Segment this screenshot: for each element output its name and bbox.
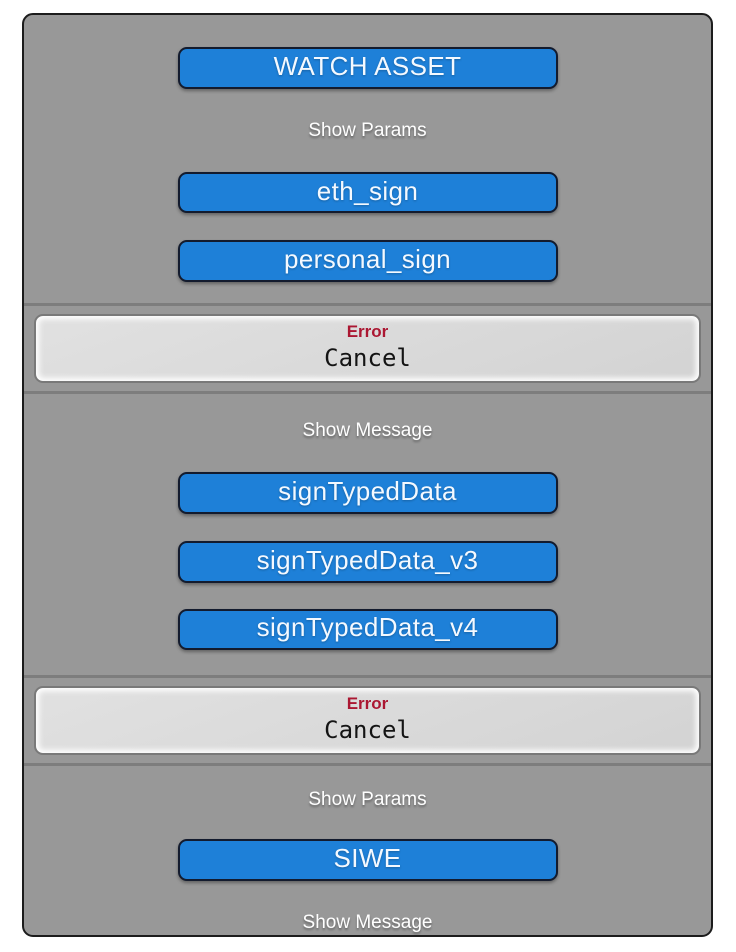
sign-typed-data-v3-button[interactable]: signTypedData_v3	[177, 540, 558, 583]
error-section: Error Cancel	[24, 675, 711, 767]
error-panel: Error Cancel	[34, 686, 701, 756]
sign-typed-data-v4-button[interactable]: signTypedData_v4	[177, 608, 558, 651]
main-panel: WATCH ASSET Show Params eth_sign persona…	[22, 13, 713, 937]
error-title: Error	[346, 322, 389, 342]
error-section: Error Cancel	[24, 303, 711, 395]
siwe-button[interactable]: SIWE	[177, 839, 558, 882]
error-panel: Error Cancel	[34, 314, 701, 384]
personal-sign-button[interactable]: personal_sign	[177, 240, 558, 283]
show-params-label: Show Params	[308, 789, 427, 811]
error-title: Error	[346, 694, 389, 714]
error-message: Cancel	[324, 716, 411, 745]
show-params-label: Show Params	[308, 119, 427, 141]
show-message-label: Show Message	[302, 912, 433, 934]
show-message-label: Show Message	[302, 420, 433, 442]
eth-sign-button[interactable]: eth_sign	[177, 171, 558, 214]
watch-asset-button[interactable]: WATCH ASSET	[177, 47, 558, 89]
error-message: Cancel	[324, 344, 411, 373]
sign-typed-data-button[interactable]: signTypedData	[177, 472, 558, 514]
